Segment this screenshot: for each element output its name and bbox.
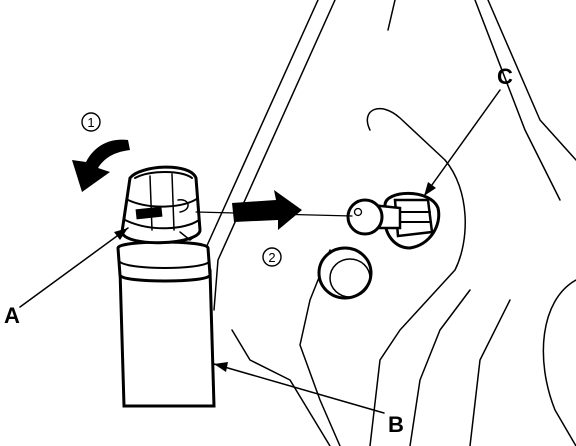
support-strut [116, 240, 216, 408]
panel-edge-top [387, 0, 396, 31]
socket-clip [120, 165, 202, 245]
bracket-top [366, 107, 446, 161]
panel-edge-left-inner [213, 0, 336, 311]
bracket-right [369, 159, 466, 446]
callout-a: A [4, 303, 20, 328]
grommet [317, 246, 373, 300]
panel-lower-line [409, 289, 471, 446]
step-2-number: 2 [268, 250, 275, 265]
bracket-left [299, 249, 341, 446]
leader-lines [19, 89, 501, 414]
ball-stud [346, 191, 441, 250]
panel-right-curve [542, 279, 576, 446]
pull-arrow [232, 190, 302, 230]
rotate-arrow [72, 139, 130, 192]
callout-b: B [388, 412, 404, 437]
step-1-number: 1 [87, 115, 94, 130]
panel-edge-left [199, 0, 319, 301]
panel-bottom-left [231, 329, 331, 446]
leader-c-arrowhead [424, 182, 436, 196]
panel-edge-right [474, 0, 561, 201]
alignment-line [195, 211, 353, 217]
step-1-marker: 1 [81, 112, 101, 132]
leader-b-arrowhead [214, 362, 228, 372]
panel-right-line [469, 299, 511, 446]
panel-edge-right-outer [487, 0, 576, 161]
body-panel [199, 0, 576, 446]
leader-b [213, 363, 385, 414]
step-2-marker: 2 [262, 247, 282, 267]
leader-c [423, 89, 501, 197]
leader-a [19, 227, 129, 308]
callout-c: C [497, 64, 513, 89]
leader-a-arrowhead [114, 228, 128, 240]
